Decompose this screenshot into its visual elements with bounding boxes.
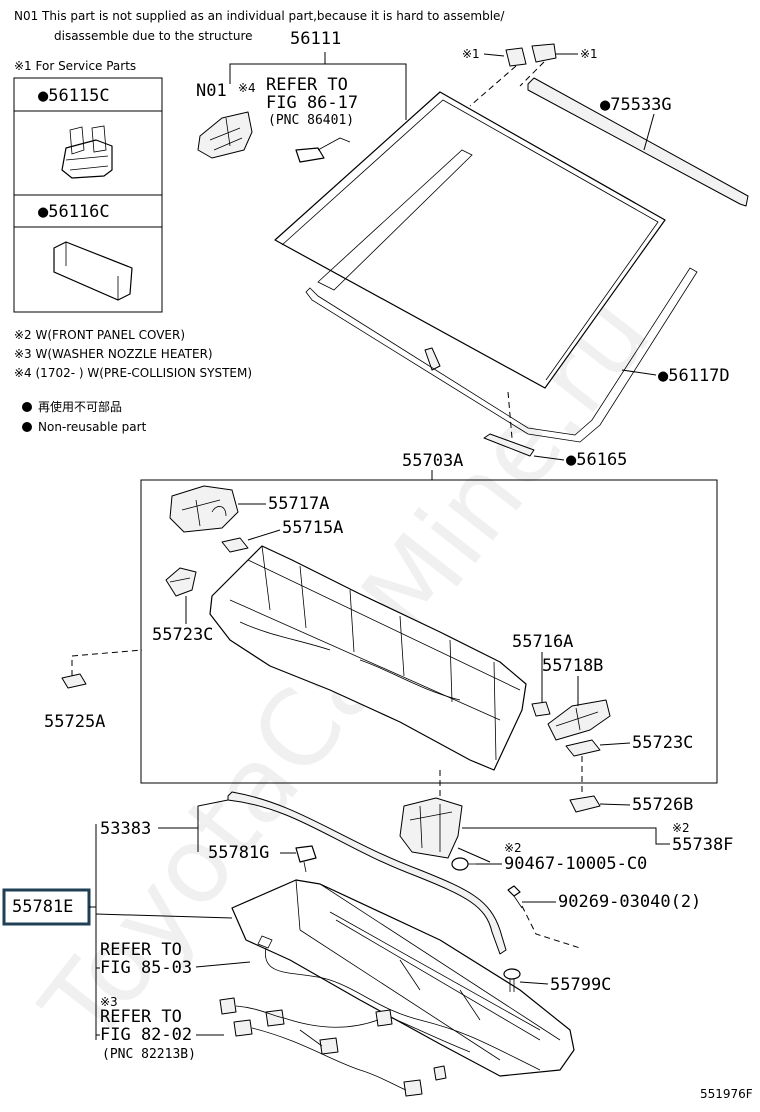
mark-2a: ※2 — [672, 821, 690, 835]
footnote-4: ※4 (1702- ) W(PRE-COLLISION SYSTEM) — [14, 366, 252, 380]
pad-55723c-right-illustration — [565, 739, 601, 757]
clip-55781g-illustration — [295, 845, 317, 873]
mirror-base-56165-illustration — [483, 433, 535, 457]
part-label-55738F[interactable]: 55738F — [672, 835, 733, 855]
service-box-title: ※1 For Service Parts — [14, 59, 136, 73]
part-label-55726B[interactable]: 55726B — [632, 795, 693, 815]
part-label-55716A[interactable]: 55716A — [512, 632, 573, 652]
mark-3: ※3 — [100, 995, 118, 1009]
refer-fig82-line3: (PNC 82213B) — [102, 1047, 196, 1062]
non-reusable-dot-icon — [22, 422, 32, 432]
clip-mark1-left-illustration — [505, 47, 527, 67]
note-n01-line1: N01 This part is not supplied as an indi… — [14, 9, 505, 23]
part-label-90269[interactable]: 90269-03040(2) — [558, 892, 701, 912]
diagram-id: 551976F — [700, 1087, 753, 1101]
part-label-55725A[interactable]: 55725A — [44, 712, 105, 732]
pad-55716a-illustration — [531, 701, 551, 717]
molding-56117d-illustration — [305, 267, 698, 443]
part-label-55703A[interactable]: 55703A — [402, 451, 463, 471]
bracket-55723c-left-illustration — [165, 567, 197, 597]
pad-55725a-illustration — [61, 673, 87, 689]
part-label-n01[interactable]: N01 — [196, 81, 227, 101]
mark-4: ※4 — [238, 81, 256, 95]
refer-fig86-line2[interactable]: FIG 86-17 — [266, 93, 358, 113]
wire-harness-illustration — [219, 997, 471, 1097]
service-parts-box: ●56115C ●56116C — [13, 77, 163, 313]
refer-fig85-line2[interactable]: FIG 85-03 — [100, 958, 192, 978]
part-label-56165[interactable]: ●56165 — [566, 450, 627, 470]
part-label-55781E[interactable]: 55781E — [12, 897, 73, 917]
washer-hose-illustration — [257, 935, 541, 1071]
cowl-lower-panel-55781e-illustration — [231, 879, 575, 1077]
screw-90269-illustration — [507, 885, 523, 909]
bracket-55738f-illustration — [399, 797, 463, 859]
refer-fig85-line1[interactable]: REFER TO — [100, 940, 182, 960]
clip-90467-illustration — [451, 857, 476, 871]
mark-1b: ※1 — [580, 47, 598, 61]
molding-75533g-illustration — [527, 77, 749, 207]
refer-fig82-line2[interactable]: FIG 82-02 — [100, 1025, 192, 1045]
part-label-55718B[interactable]: 55718B — [542, 656, 603, 676]
pad-55726b-illustration — [569, 795, 601, 813]
bracket-55718b-illustration — [547, 699, 611, 741]
part-label-56111[interactable]: 56111 — [290, 29, 341, 49]
part-label-53383[interactable]: 53383 — [100, 819, 151, 839]
footnote-2: ※2 W(FRONT PANEL COVER) — [14, 328, 185, 342]
strip-56116c-illustration — [53, 241, 133, 301]
part-label-56115C[interactable]: ●56115C — [38, 86, 110, 106]
note-n01-line2: disassemble due to the structure — [54, 29, 253, 43]
cowl-panel-55703a-illustration — [209, 545, 527, 771]
clip-mark1-right-illustration — [531, 43, 557, 63]
legend-jp: 再使用不可部品 — [38, 399, 122, 414]
refer-fig86-line3: (PNC 86401) — [268, 113, 354, 128]
sensor-bracket-illustration — [295, 137, 351, 163]
legend-en: Non-reusable part — [38, 420, 147, 434]
part-label-55799C[interactable]: 55799C — [550, 975, 611, 995]
non-reusable-dot-icon — [22, 402, 32, 412]
part-label-55723C-left[interactable]: 55723C — [152, 625, 213, 645]
refer-fig82-line1[interactable]: REFER TO — [100, 1007, 182, 1027]
bracket-55717a-illustration — [169, 485, 239, 533]
windshield-glass-illustration — [274, 91, 666, 389]
seal-53383-illustration — [227, 791, 507, 955]
mark-2b: ※2 — [504, 841, 522, 855]
cowl-assembly-box — [140, 479, 718, 784]
part-label-75533G[interactable]: ●75533G — [600, 95, 672, 115]
footnote-3: ※3 W(WASHER NOZZLE HEATER) — [14, 347, 213, 361]
part-label-56117D[interactable]: ●56117D — [658, 366, 730, 386]
part-label-55715A[interactable]: 55715A — [282, 518, 343, 538]
part-label-55781G[interactable]: 55781G — [208, 843, 269, 863]
refer-fig86-line1[interactable]: REFER TO — [266, 75, 348, 95]
pad-55715a-illustration — [221, 537, 249, 553]
part-label-55723C-right[interactable]: 55723C — [632, 733, 693, 753]
part-label-56116C[interactable]: ●56116C — [38, 202, 110, 222]
part-label-55717A[interactable]: 55717A — [268, 494, 329, 514]
clip-55799c-illustration — [503, 968, 521, 992]
clip-56115c-illustration — [61, 125, 113, 179]
bracket-n01-illustration — [197, 111, 253, 159]
mark-1a: ※1 — [462, 47, 480, 61]
part-label-90467[interactable]: 90467-10005-C0 — [504, 854, 647, 874]
